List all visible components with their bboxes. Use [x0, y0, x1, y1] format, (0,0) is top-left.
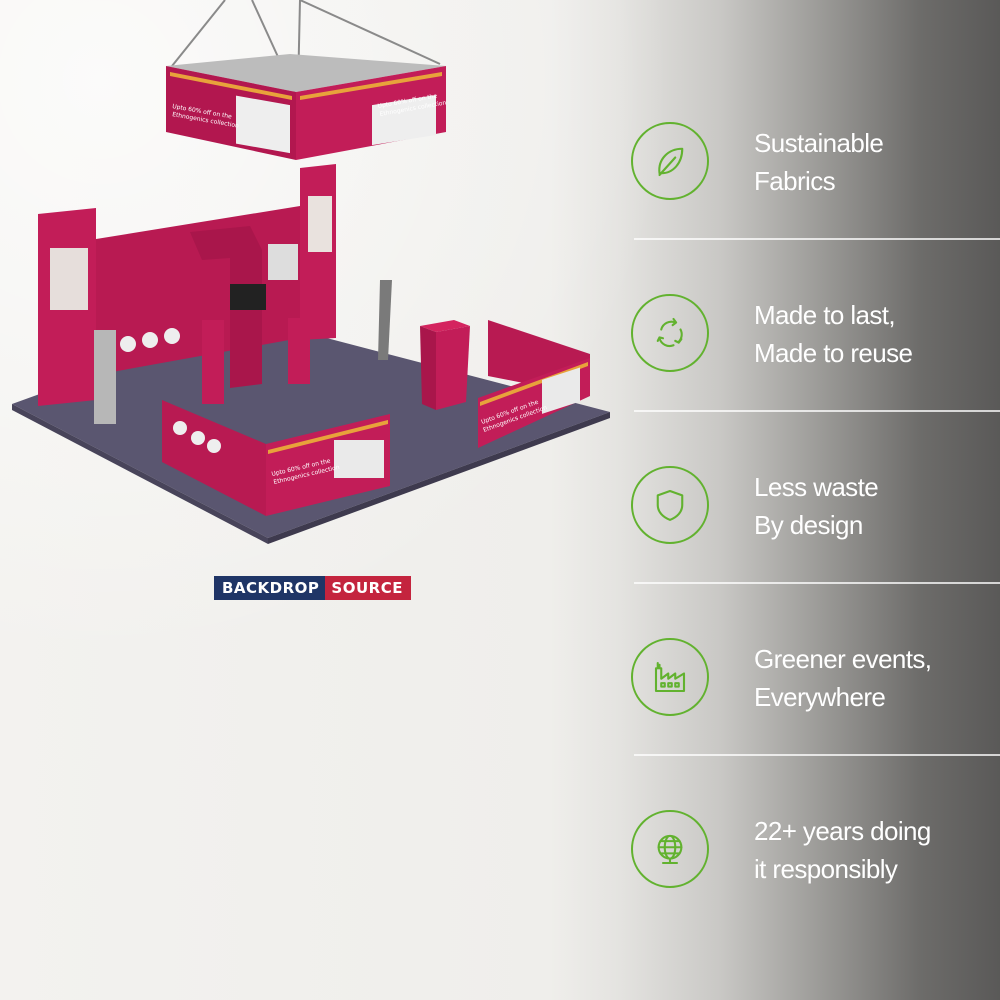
features-list: Sustainable Fabrics Made to last, Made t… — [610, 68, 1000, 928]
feature-text: Sustainable Fabrics — [754, 124, 994, 200]
feature-line2: Fabrics — [754, 166, 836, 196]
divider — [634, 582, 1000, 584]
feature-text: Greener events, Everywhere — [754, 640, 994, 716]
brand-logo: BACKDROP SOURCE — [214, 576, 411, 600]
front-wall — [162, 400, 390, 516]
feature-text: 22+ years doing it responsibly — [754, 812, 994, 888]
feature-text: Made to last, Made to reuse — [754, 296, 994, 372]
hanging-banner — [166, 54, 446, 160]
brand-logo-left: BACKDROP — [214, 576, 326, 600]
feature-text: Less waste By design — [754, 468, 994, 544]
feature-line1: Less waste — [754, 472, 879, 502]
factory-icon — [631, 638, 709, 716]
feature-item-made-to-last: Made to last, Made to reuse — [610, 240, 1000, 412]
brand-logo-right: SOURCE — [325, 576, 411, 600]
right-wall — [478, 320, 590, 448]
divider — [634, 410, 1000, 412]
feature-line2: Everywhere — [754, 682, 886, 712]
feature-line2: Made to reuse — [754, 338, 913, 368]
feature-line1: Sustainable — [754, 128, 884, 158]
feature-item-less-waste: Less waste By design — [610, 412, 1000, 584]
divider — [634, 754, 1000, 756]
shield-icon — [631, 466, 709, 544]
feature-line2: By design — [754, 510, 863, 540]
divider — [634, 238, 1000, 240]
brochure-stands — [94, 280, 392, 424]
recycle-icon — [631, 294, 709, 372]
leaf-icon — [631, 122, 709, 200]
feature-line1: Made to last, — [754, 300, 896, 330]
feature-line1: 22+ years doing — [754, 816, 931, 846]
feature-line2: it responsibly — [754, 854, 898, 884]
feature-line1: Greener events, — [754, 644, 932, 674]
feature-item-greener-events: Greener events, Everywhere — [610, 584, 1000, 756]
back-wall — [38, 164, 336, 406]
globe-icon — [631, 810, 709, 888]
counter — [420, 320, 470, 410]
feature-item-22-years: 22+ years doing it responsibly — [610, 756, 1000, 928]
feature-item-sustainable-fabrics: Sustainable Fabrics — [610, 68, 1000, 240]
exhibition-booth-illustration: Upto 60% off on the Ethnogenics collecti… — [12, 0, 610, 544]
